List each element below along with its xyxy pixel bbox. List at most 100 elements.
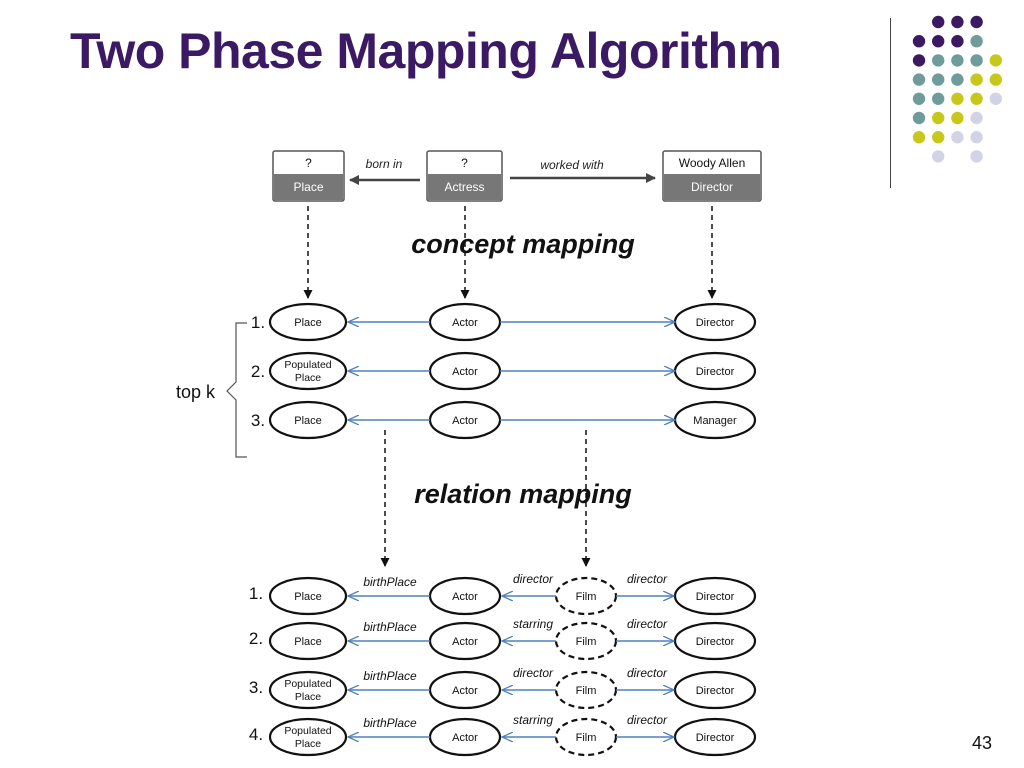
relation-node-film: Film	[554, 670, 618, 710]
decorative-dot-grid	[912, 15, 1002, 163]
concept-node-c: Director	[673, 302, 757, 342]
relation-node-a-shape	[268, 576, 348, 616]
concept-node-a: Place	[268, 400, 348, 440]
slide-number: 43	[972, 733, 993, 753]
relation-node-c-shape	[673, 670, 757, 710]
relation-node-c-label: Director	[696, 732, 735, 744]
decorative-dot	[951, 35, 964, 48]
relation-node-a-label-line: Populated	[284, 678, 331, 690]
query-box-actress: ? Actress	[426, 150, 503, 202]
relation-node-c-label: Director	[696, 591, 735, 603]
relation-node-film-label: Film	[576, 685, 597, 697]
concept-node-b-label: Actor	[452, 366, 478, 378]
decorative-dot	[932, 111, 945, 125]
relation-node-b: Actor	[428, 621, 502, 661]
decorative-dot	[932, 15, 945, 29]
query-actress-value: ?	[461, 156, 468, 170]
decorative-dot	[989, 92, 1002, 106]
decorative-dot	[912, 54, 926, 67]
decorative-dot	[989, 73, 1002, 86]
relation-mapping-label: relation mapping	[414, 479, 632, 509]
relation-node-c: Director	[673, 717, 757, 757]
decorative-dot	[932, 35, 945, 48]
concept-node-b: Actor	[428, 400, 502, 440]
relation-node-a-label-line: Place	[295, 738, 321, 750]
relation-label-r2: starring	[513, 617, 553, 631]
decorative-dot	[932, 92, 945, 106]
decorative-dot	[970, 35, 983, 48]
relation-node-film-label: Film	[576, 732, 597, 744]
concept-node-a-label-line: Place	[295, 372, 321, 384]
decorative-dot	[951, 92, 964, 106]
relation-row-number: 3.	[249, 678, 263, 697]
decorative-dot	[912, 35, 926, 48]
relation-row-number: 2.	[249, 629, 263, 648]
concept-row-number: 1.	[251, 313, 265, 332]
decorative-dot	[951, 111, 964, 125]
relation-label-r3: director	[627, 617, 668, 631]
query-director-type: Director	[691, 180, 733, 194]
relation-node-b-label: Actor	[452, 591, 478, 603]
decorative-dot	[951, 15, 964, 29]
relation-node-a: Place	[268, 621, 348, 661]
decorative-dot	[951, 131, 964, 144]
concept-node-a-label: Place	[294, 415, 322, 427]
relation-node-b-label: Actor	[452, 732, 478, 744]
relation-label-r3: director	[627, 666, 668, 680]
concept-node-c: Manager	[673, 400, 757, 440]
decorative-dot	[970, 131, 983, 144]
relation-label-r1: birthPlace	[363, 669, 417, 683]
relation-label-r3: director	[627, 713, 668, 727]
concept-row-number: 2.	[251, 362, 265, 381]
relation-node-a-label: Place	[294, 636, 322, 648]
relation-node-film: Film	[554, 621, 618, 661]
concept-node-a-shape	[268, 351, 348, 391]
relation-node-c-shape	[673, 717, 757, 757]
decorative-dot	[989, 54, 1002, 67]
relation-node-c-shape	[673, 576, 757, 616]
relation-node-c: Director	[673, 621, 757, 661]
decorative-dot	[970, 15, 983, 29]
relation-node-b: Actor	[428, 670, 502, 710]
relation-node-film-label: Film	[576, 636, 597, 648]
concept-node-a-shape	[268, 400, 348, 440]
concept-node-c-label: Manager	[693, 415, 737, 427]
relation-node-a-shape	[268, 670, 348, 710]
relation-label-r1: birthPlace	[363, 716, 417, 730]
concept-node-c: Director	[673, 351, 757, 391]
decorative-dot	[951, 73, 964, 86]
relation-node-a-shape	[268, 621, 348, 661]
decorative-dot	[951, 54, 964, 67]
decorative-dot	[970, 150, 983, 163]
decorative-dot	[912, 73, 926, 86]
relation-node-b: Actor	[428, 576, 502, 616]
concept-node-b-label: Actor	[452, 415, 478, 427]
query-actress-type: Actress	[444, 180, 484, 194]
title-divider	[890, 18, 891, 188]
query-box-place: ? Place	[272, 150, 345, 202]
decorative-dot	[912, 131, 926, 144]
slide-title: Two Phase Mapping Algorithm	[70, 23, 782, 79]
relation-node-c: Director	[673, 670, 757, 710]
decorative-dot	[970, 73, 983, 86]
concept-node-b-label: Actor	[452, 317, 478, 329]
decorative-dot	[970, 92, 983, 106]
relation-row-number: 4.	[249, 725, 263, 744]
relation-node-c: Director	[673, 576, 757, 616]
relation-label-r2: starring	[513, 713, 553, 727]
concept-node-a-shape	[268, 302, 348, 342]
query-director-value: Woody Allen	[679, 156, 746, 170]
relation-label-r3: director	[627, 572, 668, 586]
relation-node-b: Actor	[428, 717, 502, 757]
query-box-director: Woody Allen Director	[662, 150, 762, 202]
relation-node-a-label-line: Place	[295, 691, 321, 703]
worked-with-label: worked with	[540, 158, 604, 172]
